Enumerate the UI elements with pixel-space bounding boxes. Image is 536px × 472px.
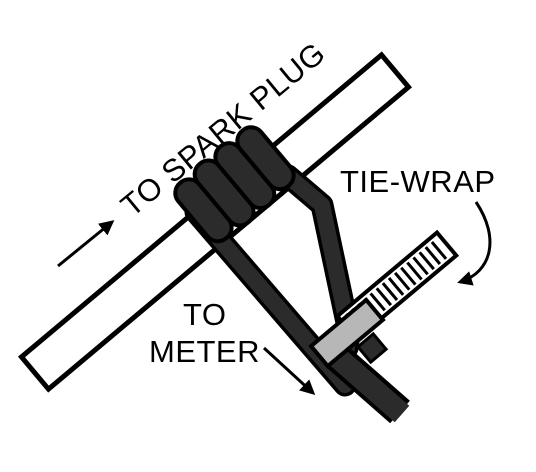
wire-coil	[173, 125, 296, 244]
tie-wrap-arrow	[457, 201, 492, 286]
tie-wrap-label: TIE-WRAP	[340, 164, 496, 199]
tie-wrap-clamp	[308, 297, 386, 369]
tie-wrap-head	[355, 331, 389, 365]
meter-arrow	[262, 346, 316, 396]
to-label: TO	[183, 297, 227, 332]
meter-label: METER	[149, 334, 260, 369]
spark-plug-arrow	[57, 220, 115, 268]
